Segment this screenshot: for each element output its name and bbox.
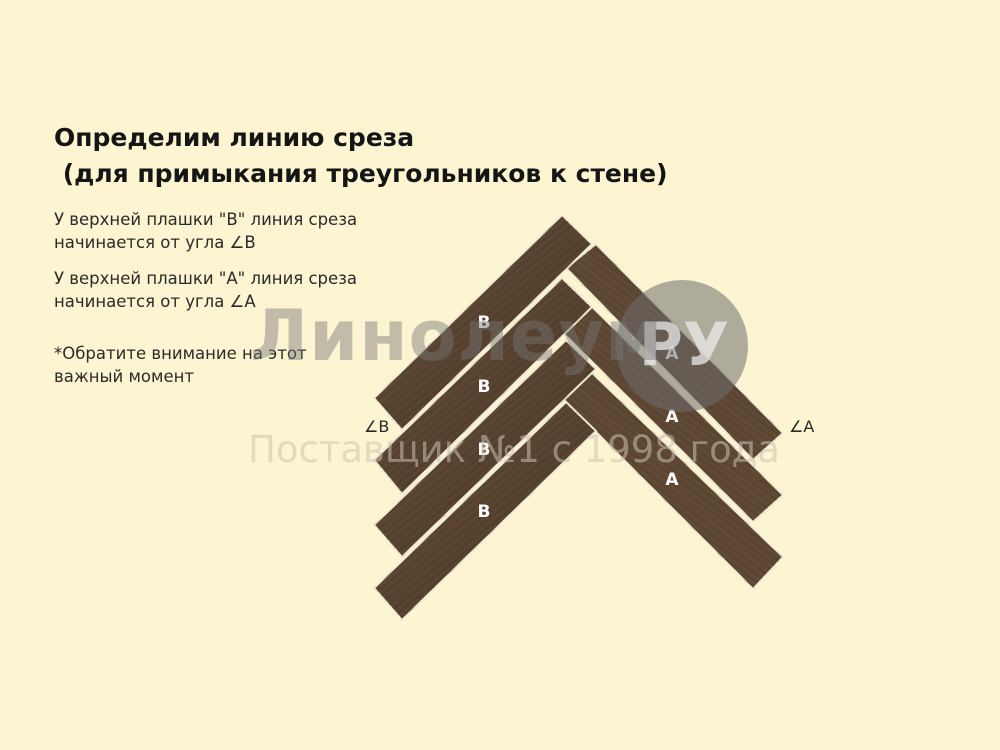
- title-line-2: (для примыкания треугольников к стене): [54, 159, 668, 188]
- note-plank-b: У верхней плашки "В" линия среза начинае…: [54, 208, 414, 254]
- plank-b-label: В: [478, 502, 491, 522]
- remark-line-2: важный момент: [54, 367, 195, 386]
- note-a-line-1: У верхней плашки "А" линия среза: [54, 269, 358, 288]
- corner-a-label: ∠А: [789, 417, 815, 436]
- note-b-line-2: начинается от угла ∠В: [54, 233, 256, 252]
- plank-b-label: В: [478, 377, 491, 397]
- corner-b-label: ∠В: [364, 417, 390, 436]
- plank-b-1: [372, 213, 594, 432]
- plank-b-label: В: [478, 440, 491, 460]
- watermark-circle-text: РУ: [638, 310, 730, 380]
- plank-a-label: А: [665, 470, 679, 490]
- note-b-line-1: У верхней плашки "В" линия среза: [54, 210, 358, 229]
- page-title: Определим линию среза (для примыкания тр…: [54, 120, 668, 192]
- note-remark: *Обратите внимание на этот важный момент: [54, 342, 414, 388]
- plank-a-label: А: [665, 407, 679, 427]
- plank-b-2: [372, 276, 594, 496]
- watermark-logo: Линолеум: [250, 295, 664, 377]
- planks-b-group: [372, 213, 598, 622]
- note-a-line-2: начинается от угла ∠А: [54, 292, 256, 311]
- note-plank-a: У верхней плашки "А" линия среза начинае…: [54, 267, 414, 313]
- plank-b-3: [372, 338, 598, 559]
- watermark-circle: РУ: [616, 280, 748, 412]
- watermark-subtitle: Поставщик №1 с 1998 года: [248, 428, 780, 471]
- remark-line-1: *Обратите внимание на этот: [54, 344, 307, 363]
- plank-b-4: [372, 400, 598, 622]
- plank-b-label: В: [478, 313, 491, 333]
- title-line-1: Определим линию среза: [54, 123, 415, 152]
